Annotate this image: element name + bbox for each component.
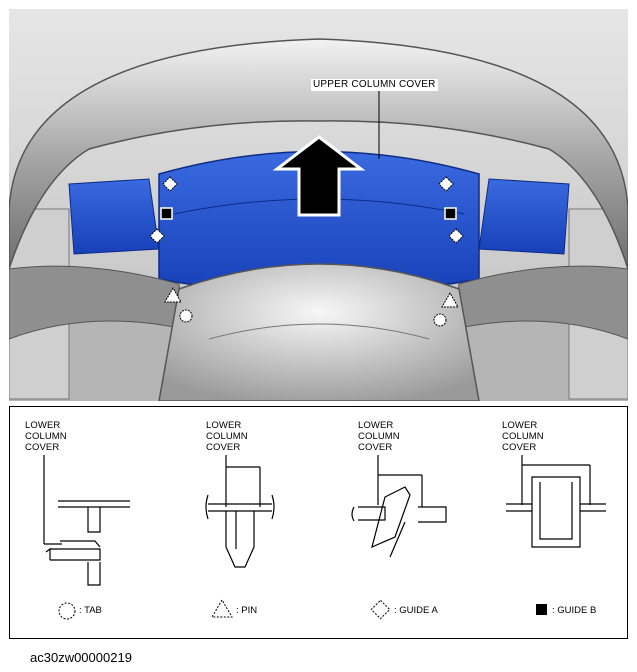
right-blue-panel [478,178,570,255]
tab-marker-icon [179,309,447,327]
detail-label-tab: LOWER COLUMN COVER [25,420,67,453]
legend-tab-label: : TAB [79,605,102,616]
removal-direction-arrow-icon [272,135,366,217]
upper-column-cover-callout: UPPER COLUMN COVER [311,79,438,91]
left-blue-panel [68,178,160,255]
figure-id: ac30zw00000219 [30,650,132,665]
steering-wheel-hub [158,263,480,401]
legend-guide-a-label: : GUIDE A [394,605,438,616]
detail-drawings [43,455,606,620]
legend-pin-label: : PIN [236,605,258,616]
steering-wheel-rim [9,38,628,270]
pin-detail-drawing [205,455,275,568]
steering-wheel-illustration [9,9,628,401]
detail-label-pin: LOWER COLUMN COVER [206,420,248,453]
tab-detail-drawing [43,455,130,586]
guide-a-detail-drawing [351,455,447,558]
guide-a-legend-icon [370,599,391,620]
guide-b-legend-icon [536,604,547,615]
detail-label-guide-a: LOWER COLUMN COVER [358,420,400,453]
guide-a-marker-icon [149,176,464,244]
detail-label-guide-b: LOWER COLUMN COVER [502,420,544,453]
detail-panel: LOWER COLUMN COVER LOWER COLUMN COVER LO… [9,406,628,639]
tab-legend-icon [58,602,76,620]
legend-guide-b-label: : GUIDE B [552,605,597,616]
guide-b-marker-icon [160,207,457,220]
pin-marker-icon [164,286,459,308]
illustration-panel: UPPER COLUMN COVER [9,9,628,401]
guide-b-detail-drawing [506,455,606,548]
pin-legend-icon [211,599,233,618]
